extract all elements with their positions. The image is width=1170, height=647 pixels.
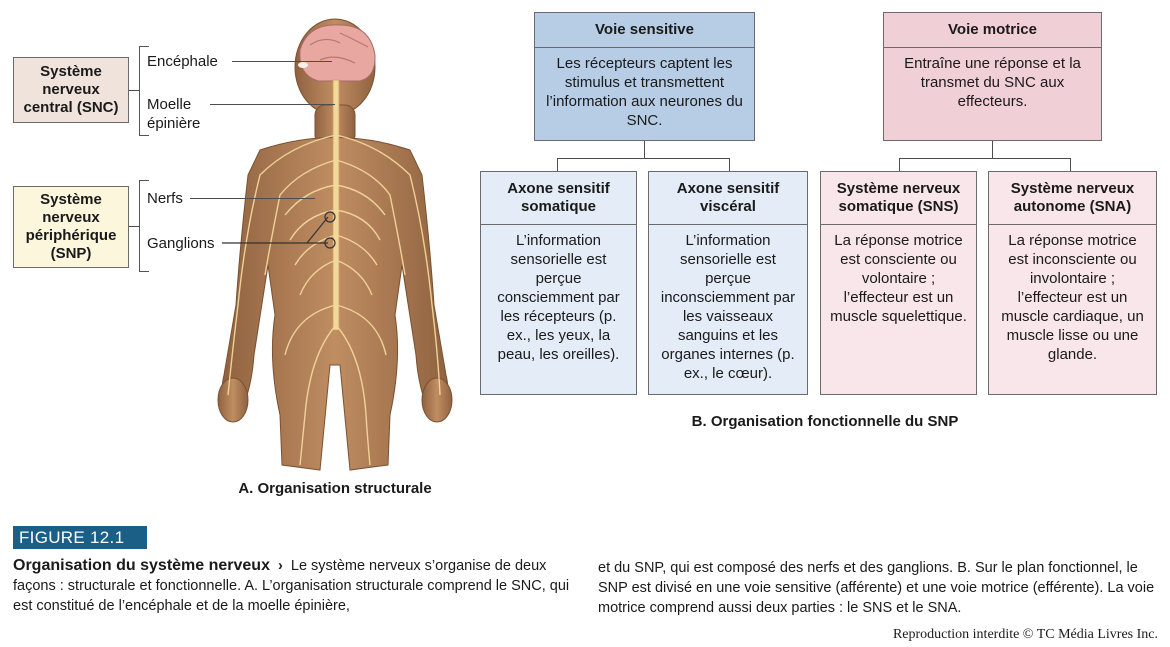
nerfs-pointer <box>190 198 315 200</box>
motor-connector-stem <box>992 141 994 158</box>
moelle-pointer <box>210 104 335 106</box>
axone-visceral-header: Axone sensitif viscéral <box>648 171 808 225</box>
voie-sensitive-header: Voie sensitive <box>534 12 755 48</box>
axone-visceral-body: L’information sensorielle est perçue inc… <box>648 225 808 395</box>
motor-connector-bar <box>899 158 1071 160</box>
sensory-connector-right <box>729 158 731 171</box>
voie-motrice-header: Voie motrice <box>883 12 1102 48</box>
voie-motrice-body: Entraîne une réponse et la transmet du S… <box>883 48 1102 141</box>
encephale-label: Encéphale <box>147 53 218 70</box>
encephale-pointer <box>232 61 332 63</box>
snc-bracket-tick <box>129 90 139 92</box>
moelle-label: Moelle épinière <box>147 96 201 132</box>
snc-box: Système nerveux central (SNC) <box>13 57 129 123</box>
figure-caption-col2: et du SNP, qui est composé des nerfs et … <box>598 560 1155 616</box>
snp-bracket <box>139 180 149 272</box>
peripheral-nerves <box>227 134 441 466</box>
sns-header: Système nerveux somatique (SNS) <box>820 171 977 225</box>
copyright-notice: Reproduction interdite © TC Média Livres… <box>892 627 1158 642</box>
ganglion-upper <box>324 211 336 223</box>
snp-bracket-tick <box>129 226 139 228</box>
sensory-connector-stem <box>644 141 646 158</box>
sensory-connector-left <box>557 158 559 171</box>
figure-caption-col1: Organisation du système nerveux › Le sys… <box>13 556 573 616</box>
sns-body: La réponse motrice est consciente ou vol… <box>820 225 977 395</box>
ganglions-pointer <box>222 216 329 244</box>
figure-caption-text-1: Le système nerveux s’organise de deux fa… <box>13 558 570 614</box>
snp-box-label: Système nerveux périphérique (SNP) <box>25 191 117 262</box>
nerfs-label: Nerfs <box>147 190 183 207</box>
figure-title: Organisation du système nerveux <box>13 557 270 574</box>
axone-somatique-body: L’information sensorielle est perçue con… <box>480 225 637 395</box>
snc-box-label: Système nerveux central (SNC) <box>23 63 119 116</box>
snp-box: Système nerveux périphérique (SNP) <box>13 186 129 268</box>
nervous-system-figure <box>217 18 453 471</box>
figure-label: FIGURE 12.1 <box>13 526 147 549</box>
spinal-cord <box>332 79 340 331</box>
figure-title-arrow: › <box>278 558 283 574</box>
motor-connector-right <box>1070 158 1072 171</box>
brain-shape <box>299 24 376 82</box>
ganglions-label: Ganglions <box>147 235 215 252</box>
functional-caption: B. Organisation fonctionnelle du SNP <box>691 413 959 430</box>
structural-caption: A. Organisation structurale <box>238 480 432 497</box>
sna-body: La réponse motrice est inconsciente ou i… <box>988 225 1157 395</box>
axone-somatique-header: Axone sensitif somatique <box>480 171 637 225</box>
sna-header: Système nerveux autonome (SNA) <box>988 171 1157 225</box>
motor-connector-left <box>899 158 901 171</box>
voie-sensitive-body: Les récepteurs captent les stimulus et t… <box>534 48 755 141</box>
sensory-connector-bar <box>557 158 730 160</box>
snc-bracket <box>139 46 149 136</box>
